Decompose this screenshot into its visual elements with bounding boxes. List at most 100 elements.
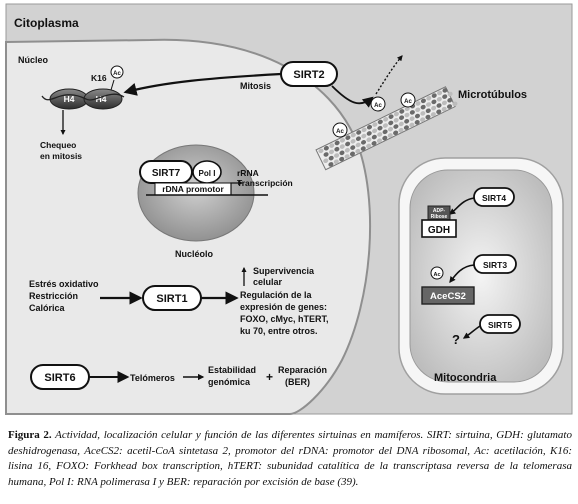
microtubule-bead [366, 143, 372, 149]
ac-microtubule-3-label: Ac [404, 99, 412, 105]
microtubule-bead [420, 98, 426, 104]
sirt2-to-microtubule-arrow [331, 85, 374, 108]
microtubule-bead [376, 138, 382, 143]
histone-h4-left-label: H4 [64, 94, 75, 104]
microtubule-bead [388, 120, 394, 126]
microtubule-bead [377, 125, 383, 131]
microtubule-bead [383, 117, 389, 122]
microtubule-bead [377, 119, 383, 125]
dna-strand-histones [41, 93, 125, 101]
regulation-label-2: expresión de genes: [240, 302, 327, 312]
plus-sign: + [266, 370, 273, 384]
microtubule-bead [414, 113, 420, 119]
microtubule-bead [442, 94, 448, 99]
microtubule-bead [344, 154, 350, 159]
microtubule-bead [452, 101, 458, 107]
microtubule-bead [339, 156, 345, 162]
microtubule-bead [404, 112, 410, 118]
caption-text: Actividad, localización celular y funció… [8, 429, 572, 488]
microtubule-bead [398, 127, 404, 133]
nucleolus-label: Nucléolo [175, 249, 214, 259]
microtubule-bead [437, 90, 443, 96]
microtubule-bead [393, 124, 399, 129]
sirt2-label: SIRT2 [293, 69, 324, 81]
microtubule-bead [415, 107, 421, 113]
microtubule-bead [377, 132, 383, 137]
microtubule-bead [333, 159, 339, 165]
microtubule-bead [366, 137, 372, 142]
microtubule-bead [382, 135, 388, 141]
checkpoint-label-1: Chequeo [40, 140, 76, 150]
caption-lead: Figura 2. [8, 429, 52, 441]
microtubule-bead [431, 93, 437, 98]
microtubule-bead [339, 144, 345, 149]
mitosis-arrow [123, 72, 282, 96]
microtubule-bead [403, 125, 409, 130]
mitosis-label: Mitosis [240, 81, 271, 91]
acecs2-label: AceCS2 [430, 291, 466, 302]
microtubule-bead [404, 119, 410, 124]
stability-label-1: Estabilidad [208, 365, 256, 375]
microtubule-bead [318, 148, 324, 154]
microtubule-bead [329, 143, 335, 148]
adp-ribose-label-1: ADP- [433, 208, 446, 214]
nucleus-label: Núcleo [18, 55, 49, 65]
microtubule-bead [334, 146, 340, 152]
microtubule-bead [339, 150, 345, 156]
sirt3-label: SIRT3 [483, 260, 507, 270]
microtubule-bead [399, 115, 405, 120]
microtubule-bead [399, 109, 405, 114]
microtubule-bead [366, 124, 373, 130]
microtubule-bead [409, 110, 415, 115]
histone-h4-right-label: H4 [96, 94, 107, 104]
repair-label-2: (BER) [285, 377, 310, 387]
sirt5-label: SIRT5 [488, 320, 512, 330]
microtubule-bead [372, 128, 378, 134]
transcription-label: Transcripción [237, 178, 293, 188]
microtubule-bead [447, 97, 453, 103]
ac-k16-badge [110, 65, 124, 79]
microtubule-bead [415, 101, 421, 106]
microtubule-bead [334, 153, 340, 158]
cytoplasm-label: Citoplasma [14, 16, 79, 30]
checkpoint-label-2: en mitosis [40, 151, 82, 161]
microtubule-bead [426, 95, 432, 101]
stability-label-2: genómica [208, 377, 251, 387]
ac-k16-label: Ac [113, 71, 121, 77]
ac-acecs2-badge [430, 266, 444, 280]
sirt5-arrow [462, 325, 481, 339]
microtubule-bead [425, 114, 431, 120]
telomeres-label: Telómeros [130, 373, 175, 383]
microtubule-bead [387, 133, 393, 138]
survival-label-2: celular [253, 277, 283, 287]
pol-i-label: Pol I [199, 169, 216, 178]
microtubule-bead [430, 112, 436, 117]
rrna-transcription-arrow [230, 180, 243, 195]
microtubule-bead [371, 134, 377, 140]
repair-label-1: Reparación [278, 365, 327, 375]
microtubule-bead [340, 138, 346, 143]
sirt3-node [473, 254, 517, 274]
microtubule-bead [350, 145, 356, 150]
microtubule-bead [420, 104, 426, 110]
microtubule-bead [360, 146, 366, 151]
gdh-label: GDH [428, 225, 450, 236]
microtubule [315, 86, 458, 171]
sirt7-label: SIRT7 [152, 168, 181, 179]
microtubule-bead [350, 132, 356, 138]
microtubule-bead [361, 140, 367, 145]
acecs2-box [421, 286, 475, 305]
microtubule-bead [420, 117, 426, 122]
microtubule-bead [393, 111, 399, 117]
microtubule-bead [323, 158, 329, 164]
microtubule-bead [382, 123, 388, 128]
microtubule-bead [344, 147, 350, 153]
microtubule-bead [356, 130, 362, 135]
sirt6-label: SIRT6 [44, 372, 75, 384]
microtubule-bead [414, 120, 420, 125]
rdna-promoter-label: rDNA promotor [162, 184, 224, 194]
microtubule-bead [371, 141, 377, 146]
microtubule-bead [393, 130, 399, 136]
microtubule-bead [361, 127, 367, 133]
microtubule-bead [420, 111, 426, 116]
